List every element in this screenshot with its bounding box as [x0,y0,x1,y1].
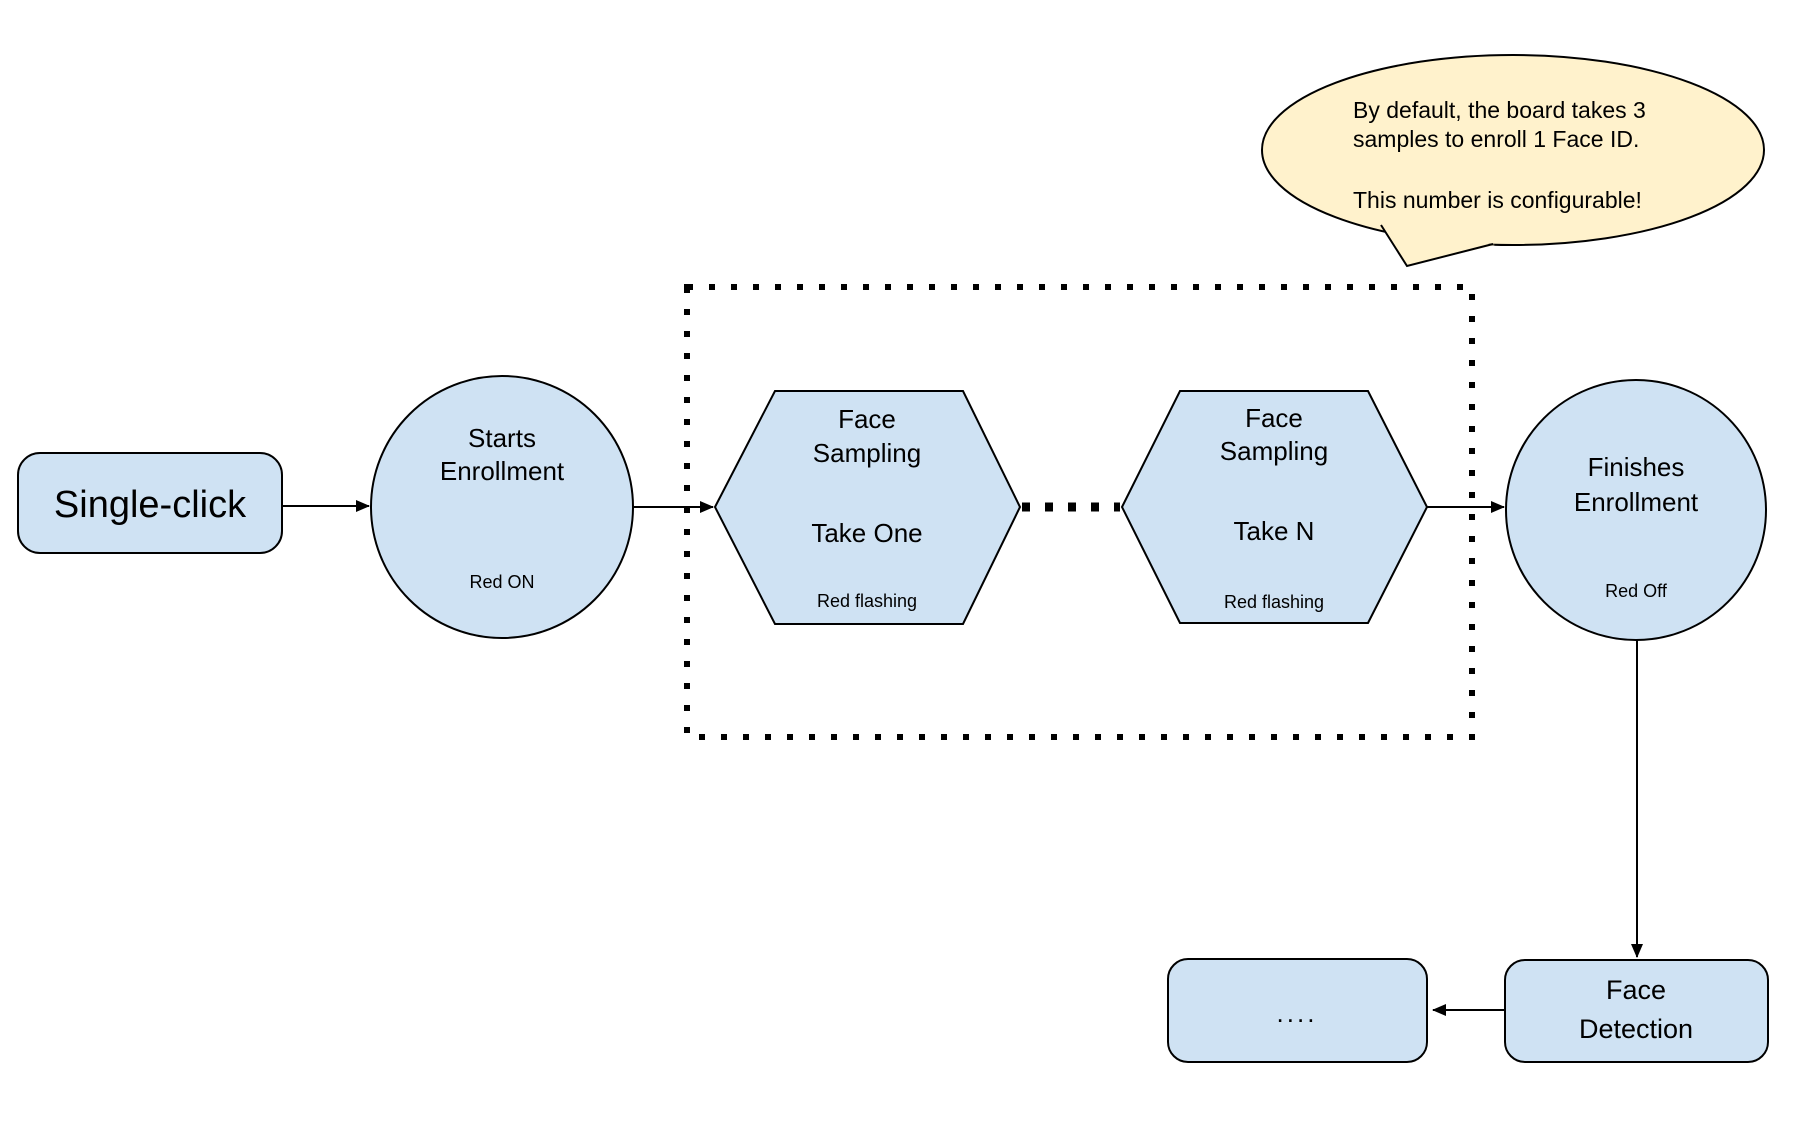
node-single-click: Single-click [17,452,283,554]
callout-bubble: By default, the board takes 3 samples to… [1261,54,1765,268]
face-sampling-n-status: Red flashing [1224,592,1324,612]
callout-line-1: By default, the board takes 3 [1353,97,1646,123]
face-sampling-one-title-line1: Face [838,404,896,434]
single-click-label: Single-click [54,484,247,526]
finishes-enrollment-title-line1: Finishes [1588,452,1685,482]
sampling-loop-box [684,284,1475,740]
node-starts-enrollment: Starts Enrollment Red ON [370,375,634,639]
callout-line-3: This number is configurable! [1353,187,1642,213]
continuation-box [1167,958,1428,1063]
callout-ellipse [1261,54,1765,246]
callout-line-2: samples to enroll 1 Face ID. [1353,126,1639,152]
face-sampling-n-step: Take N [1234,516,1315,546]
callout-tail-outline [1380,224,1494,268]
node-finishes-enrollment: Finishes Enrollment Red Off [1505,379,1767,641]
node-face-detection: Face Detection [1504,959,1769,1063]
node-face-sampling-n: Face Sampling Take N Red flashing [1120,390,1429,624]
continuation-label: .... [1277,998,1318,1028]
face-sampling-one-status: Red flashing [817,591,917,611]
node-continuation: .... [1167,958,1428,1063]
callout-tail [1378,220,1495,266]
face-sampling-n-title-line1: Face [1245,403,1303,433]
face-sampling-n-title-line2: Sampling [1220,436,1328,466]
starts-enrollment-title-line1: Starts [468,423,536,453]
node-face-sampling-one: Face Sampling Take One Red flashing [713,390,1022,625]
single-click-box [17,452,283,554]
face-detection-title-line2: Detection [1579,1014,1693,1044]
finishes-enrollment-status: Red Off [1605,581,1668,601]
finishes-enrollment-title-line2: Enrollment [1574,487,1699,517]
face-sampling-one-hexagon [713,390,1022,625]
face-detection-title-line1: Face [1606,975,1666,1005]
face-sampling-one-step: Take One [811,518,922,548]
starts-enrollment-title-line2: Enrollment [440,456,565,486]
starts-enrollment-circle [370,375,634,639]
starts-enrollment-status: Red ON [469,572,534,592]
face-sampling-one-title-line2: Sampling [813,438,921,468]
